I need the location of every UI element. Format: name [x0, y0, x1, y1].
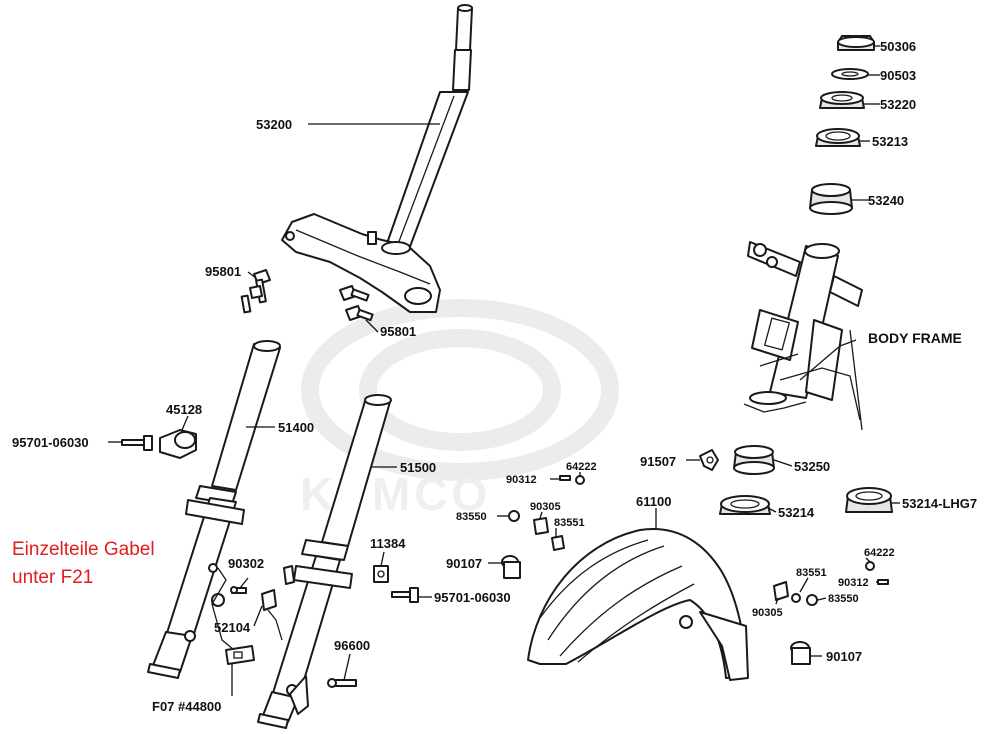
- label-83551-right: 83551: [796, 567, 827, 579]
- label-90107-left: 90107: [446, 556, 482, 571]
- kymco-watermark: KYMCO: [300, 299, 619, 520]
- label-90503: 90503: [880, 68, 916, 83]
- washer-90503: [831, 68, 869, 80]
- label-83550-left: 83550: [456, 511, 487, 523]
- part-labels: 50306 90503 53220 53213 53240 53200 9580…: [12, 39, 977, 714]
- label-53200: 53200: [256, 117, 292, 132]
- body-frame: [743, 241, 863, 431]
- cable-52104: [211, 565, 295, 661]
- label-96600: 96600: [334, 638, 370, 653]
- label-95701-right: 95701-06030: [434, 590, 511, 605]
- note-line-2: unter F21: [12, 567, 93, 588]
- parts-note: Einzelteile Gabel unter F21: [12, 539, 155, 588]
- hardware-left-group: [501, 475, 585, 579]
- label-64222-right: 64222: [864, 547, 895, 559]
- label-83550-right: 83550: [828, 593, 859, 605]
- bearing-cone-53214: [719, 495, 771, 515]
- note-line-1: Einzelteile Gabel: [12, 539, 155, 560]
- label-51400: 51400: [278, 420, 314, 435]
- bearing-53250: [733, 445, 775, 475]
- label-53250: 53250: [794, 459, 830, 474]
- label-52104: 52104: [214, 620, 251, 635]
- label-90302: 90302: [228, 556, 264, 571]
- label-61100: 61100: [636, 494, 671, 509]
- label-53213: 53213: [872, 134, 908, 149]
- label-53220: 53220: [880, 97, 916, 112]
- label-95801-left: 95801: [205, 264, 241, 279]
- clip-11384: [373, 565, 389, 583]
- label-53240: 53240: [868, 193, 904, 208]
- label-50306: 50306: [880, 39, 916, 54]
- bolt-96600: [327, 678, 357, 688]
- clip-91507: [699, 449, 719, 471]
- bolt-90302: [230, 586, 247, 594]
- label-11384: 11384: [370, 536, 406, 551]
- label-f07: F07 #44800: [152, 699, 221, 714]
- bearing-race-53220: [819, 91, 865, 109]
- label-51500: 51500: [400, 460, 436, 475]
- bracket-f07: [225, 645, 255, 665]
- label-90305-right: 90305: [752, 607, 783, 619]
- label-53214-lhg7: 53214-LHG7: [902, 496, 977, 511]
- steering-stem: [281, 4, 473, 313]
- label-83551-left: 83551: [554, 517, 585, 529]
- label-body-frame: BODY FRAME: [868, 330, 962, 346]
- bolt-95701-right: [391, 587, 419, 603]
- label-90107-right: 90107: [826, 649, 862, 664]
- bolt-95801-right: [339, 285, 374, 322]
- label-64222-left: 64222: [566, 461, 597, 473]
- label-90312-right: 90312: [838, 577, 869, 589]
- bolt-95701-left: [121, 435, 153, 451]
- bearing-cone-53214-lhg7: [845, 487, 893, 513]
- label-90312-left: 90312: [506, 474, 537, 486]
- leader-lines: [108, 45, 900, 696]
- label-95801-right: 95801: [380, 324, 416, 339]
- bolt-95801-left: [240, 269, 271, 314]
- fork-tube-right: [257, 394, 392, 729]
- label-95701-left: 95701-06030: [12, 435, 89, 450]
- fork-tube-left: [147, 340, 281, 679]
- label-91507: 91507: [640, 454, 676, 469]
- nut-50306: [837, 35, 875, 51]
- bearing-53240: [809, 183, 853, 215]
- front-fender: [527, 528, 749, 681]
- clamp-45128: [159, 429, 197, 459]
- label-53214: 53214: [778, 505, 815, 520]
- label-90305-left: 90305: [530, 501, 561, 513]
- bearing-cone-53213: [815, 128, 861, 147]
- label-45128: 45128: [166, 402, 202, 417]
